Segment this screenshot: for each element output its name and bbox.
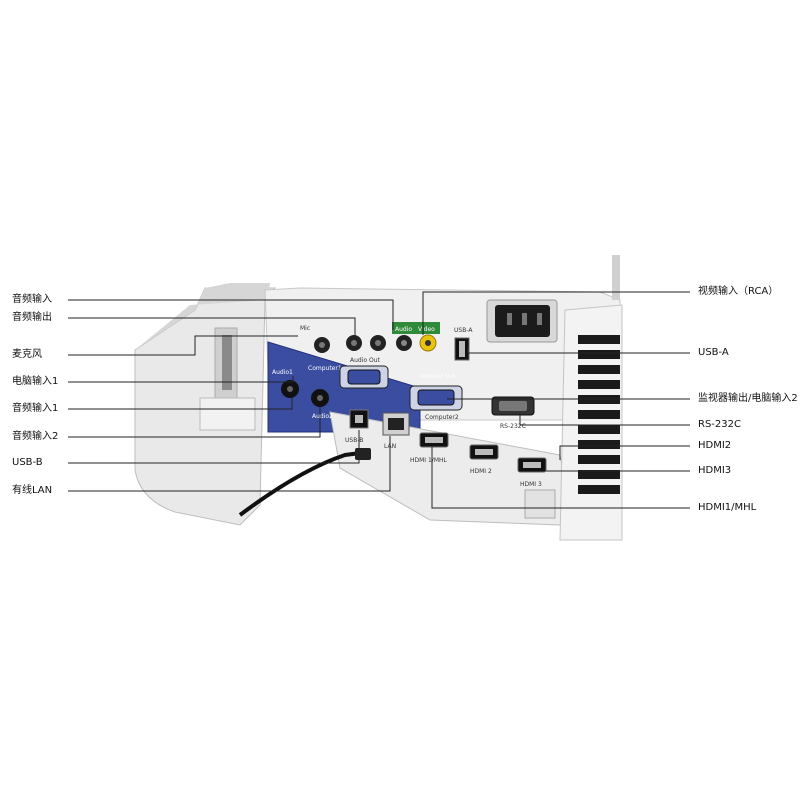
audio2-label: Audio2 xyxy=(312,413,333,420)
callout-audio2: 音频输入2 xyxy=(12,431,59,442)
audio-out-label: Audio Out xyxy=(350,357,380,364)
callout-usb-a: USB-A xyxy=(698,347,729,358)
callout-lan: 有线LAN xyxy=(12,485,53,496)
ports: Mic Audio Out Audio Video USB-A Computer… xyxy=(272,322,547,488)
leader-lines xyxy=(68,291,690,509)
callout-usb-b: USB-B xyxy=(12,457,43,468)
power-inlet xyxy=(486,299,558,343)
callout-audio1: 音频输入1 xyxy=(12,403,59,414)
rs232c-label: RS-232C xyxy=(500,423,526,430)
callout-video-rca: 视频输入（RCA） xyxy=(698,286,779,297)
mic-label: Mic xyxy=(300,325,310,332)
callout-monitor-out: 监视器输出/电脑输入2 xyxy=(698,393,798,404)
computer2-vga-port xyxy=(417,389,455,406)
callout-hdmi1: HDMI1/MHL xyxy=(698,502,757,513)
audio-label: Audio xyxy=(395,326,412,333)
callout-computer1: 电脑输入1 xyxy=(12,376,59,387)
cable xyxy=(238,450,369,517)
vent-grille xyxy=(578,335,620,494)
audio1-label: Audio1 xyxy=(272,369,293,376)
callout-hdmi3: HDMI3 xyxy=(698,465,732,476)
monitor-out-label: Monitor Out xyxy=(420,373,456,380)
callout-rs232c: RS-232C xyxy=(698,419,741,430)
hdmi1-label: HDMI 1/MHL xyxy=(410,457,448,464)
callout-audio-in: 音频输入 xyxy=(12,294,52,305)
hdmi3-label: HDMI 3 xyxy=(520,481,542,488)
callout-hdmi2: HDMI2 xyxy=(698,440,732,451)
projector-body xyxy=(134,255,623,541)
video-label: Video xyxy=(418,326,435,333)
callout-audio-out: 音频输出 xyxy=(12,312,52,323)
computer1-label: Computer1 xyxy=(308,365,342,372)
usb-a-label: USB-A xyxy=(454,327,473,334)
hdmi2-label: HDMI 2 xyxy=(470,468,492,475)
computer2-label: Computer2 xyxy=(425,414,459,421)
callout-mic: 麦克风 xyxy=(12,349,42,360)
computer1-vga-port xyxy=(347,369,381,385)
usb-b-label: USB-B xyxy=(345,437,363,444)
